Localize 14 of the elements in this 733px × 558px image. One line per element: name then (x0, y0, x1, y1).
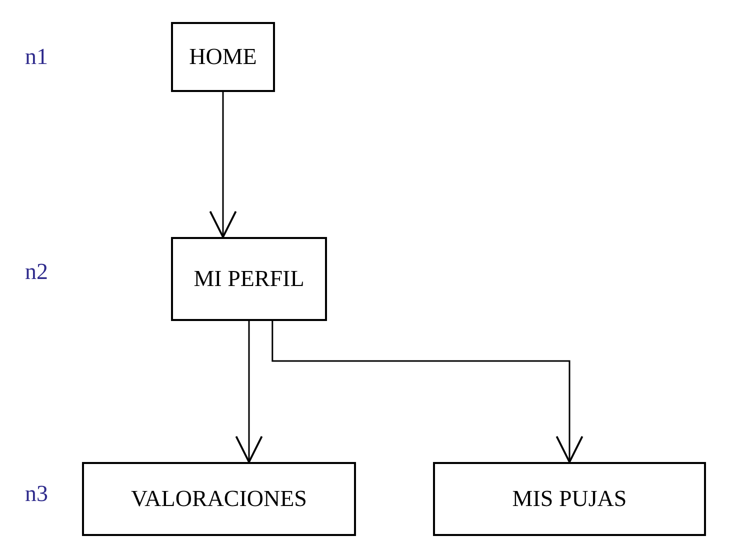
page-box (171, 237, 327, 321)
box-label: VALORACIONES (131, 486, 307, 512)
arrow (272, 321, 584, 463)
box-label: MIS PUJAS (512, 486, 627, 512)
page-box (433, 462, 706, 536)
arrow (235, 321, 263, 463)
level-label: n2 (25, 259, 48, 285)
page-box (82, 462, 356, 536)
box-label: HOME (189, 44, 257, 70)
level-label: n1 (25, 44, 48, 70)
arrow (209, 92, 237, 238)
level-label: n3 (25, 481, 48, 507)
page-box (171, 22, 275, 92)
box-label: MI PERFIL (194, 266, 304, 292)
